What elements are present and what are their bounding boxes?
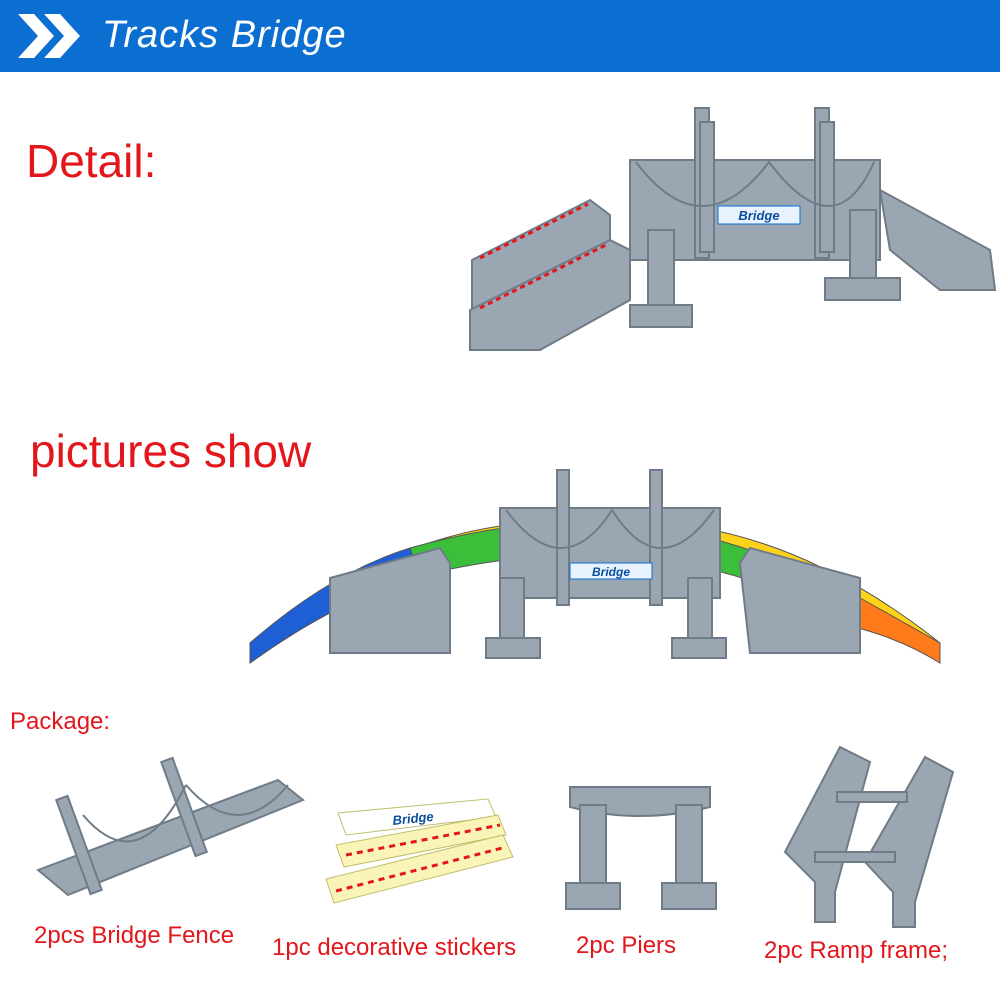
ramp-frame-caption: 2pc Ramp frame;	[764, 937, 949, 964]
pictures-bridge-photo: Bridge	[249, 469, 941, 664]
decorative-stickers-caption: 1pc decorative stickers	[272, 934, 517, 961]
pictures-show-label: pictures show	[30, 425, 312, 477]
header-bar: Tracks Bridge	[0, 0, 1000, 72]
decorative-stickers-image: Bridge	[325, 798, 514, 904]
page-title: Tracks Bridge	[102, 14, 347, 56]
package-label: Package:	[10, 708, 111, 735]
bridge-sign-text: Bridge	[738, 208, 779, 223]
piers-image	[565, 786, 717, 910]
bridge-fence-image	[36, 756, 305, 897]
detail-bridge-photo: Bridge	[469, 107, 997, 351]
bridge-fence-caption: 2pcs Bridge Fence	[34, 922, 235, 949]
double-chevron-icon	[18, 14, 80, 58]
ramp-frame-image	[783, 745, 955, 928]
piers-caption: 2pc Piers	[576, 932, 677, 959]
sticker-text: Bridge	[392, 809, 435, 828]
detail-label: Detail:	[26, 135, 157, 187]
bridge-sign-text-2: Bridge	[592, 565, 630, 579]
